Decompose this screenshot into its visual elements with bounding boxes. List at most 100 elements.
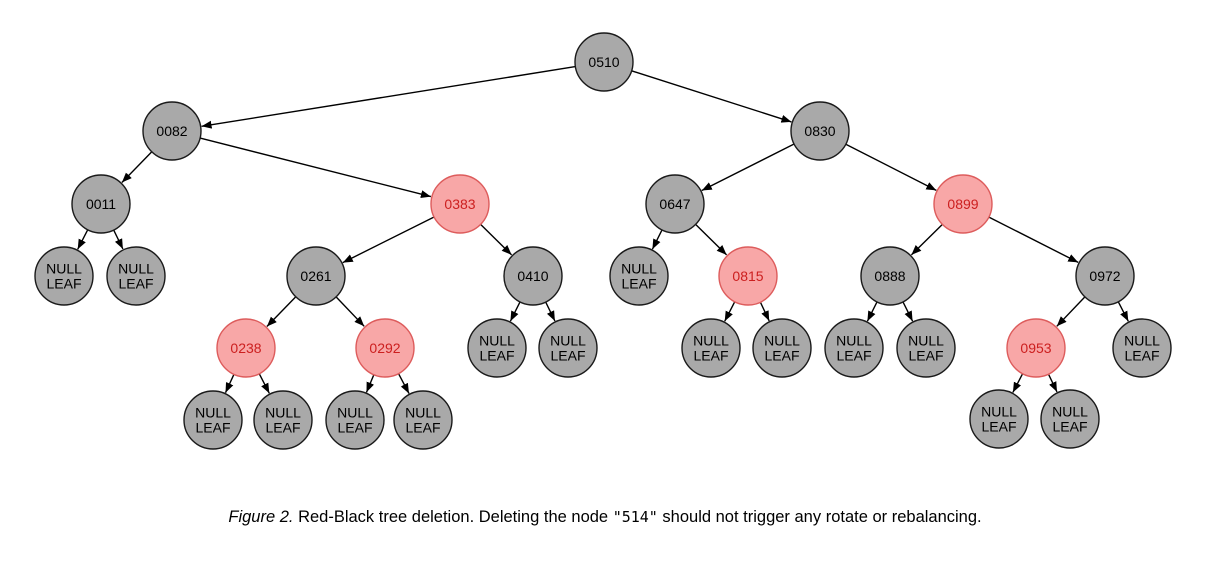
node-label: NULL (195, 405, 231, 421)
node-label: LEAF (195, 420, 230, 436)
node-label: LEAF (337, 420, 372, 436)
node-label: LEAF (693, 348, 728, 364)
node-circle-red (355, 318, 415, 378)
node-circle-black (790, 101, 850, 161)
tree-node-0647: 0647 (645, 174, 705, 234)
node-label: LEAF (118, 276, 153, 292)
node-circle-black (106, 246, 166, 306)
tree-edge-0972-to-null-0972-r (1117, 301, 1129, 322)
tree-node-0011: 0011 (71, 174, 131, 234)
tree-edge-0011-to-null-0011-l (77, 229, 89, 250)
node-label: 0899 (947, 196, 978, 212)
tree-node-0953: 0953 (1006, 318, 1066, 378)
tree-node-0082: 0082 (142, 101, 202, 161)
node-label: NULL (265, 405, 301, 421)
tree-node-0410: 0410 (503, 246, 563, 306)
node-label: NULL (405, 405, 441, 421)
node-label: 0510 (588, 54, 619, 70)
node-circle-black (860, 246, 920, 306)
node-circle-black (34, 246, 94, 306)
tree-node-0383: 0383 (430, 174, 490, 234)
node-label: 0082 (156, 123, 187, 139)
node-label: LEAF (981, 419, 1016, 435)
tree-edge-0647-to-0815 (695, 223, 728, 256)
node-circle-red (216, 318, 276, 378)
caption-text-before-code: Red-Black tree deletion. Deleting the no… (293, 508, 613, 526)
node-circle-red (430, 174, 490, 234)
node-circle-black (325, 390, 385, 450)
tree-edge-0815-to-null-0815-l (724, 301, 736, 322)
node-label: 0815 (732, 268, 763, 284)
node-circle-black (1112, 318, 1172, 378)
tree-edge-0410-to-null-0410-r (545, 301, 556, 322)
node-circle-black (824, 318, 884, 378)
tree-node-0261: 0261 (286, 246, 346, 306)
tree-edge-0830-to-0647 (701, 143, 795, 192)
node-circle-red (1006, 318, 1066, 378)
node-label: 0238 (230, 340, 261, 356)
node-label: NULL (764, 333, 800, 349)
tree-node-0815: 0815 (718, 246, 778, 306)
node-label: LEAF (1124, 348, 1159, 364)
tree-edge-0830-to-0899 (845, 143, 937, 192)
tree-edge-0238-to-null-0238-r (258, 373, 270, 394)
node-label: NULL (46, 261, 82, 277)
node-circle-black (1075, 246, 1135, 306)
node-circle-black (393, 390, 453, 450)
node-circle-black (286, 246, 346, 306)
node-label: NULL (1124, 333, 1160, 349)
tree-node-0510: 0510 (574, 32, 634, 92)
node-circle-red (718, 246, 778, 306)
node-label: NULL (981, 404, 1017, 420)
node-label: LEAF (764, 348, 799, 364)
tree-edge-0888-to-null-0888-r (902, 301, 914, 322)
node-label: 0292 (369, 340, 400, 356)
node-label: NULL (1052, 404, 1088, 420)
node-label: LEAF (836, 348, 871, 364)
node-circle-black (142, 101, 202, 161)
node-circle-black (253, 390, 313, 450)
node-label: NULL (693, 333, 729, 349)
node-label: LEAF (550, 348, 585, 364)
node-circle-black (538, 318, 598, 378)
tree-edge-0510-to-0082 (201, 65, 576, 129)
node-label: NULL (337, 405, 373, 421)
figure-number-label: Figure 2. (228, 508, 294, 526)
node-label: NULL (479, 333, 515, 349)
node-label: 0383 (444, 196, 475, 212)
tree-edge-0292-to-null-0292-r (397, 373, 410, 394)
tree-node-0888: 0888 (860, 246, 920, 306)
tree-edge-0082-to-0383 (199, 137, 432, 199)
node-label: LEAF (479, 348, 514, 364)
tree-edge-0261-to-0292 (335, 296, 365, 327)
node-circle-black (1040, 389, 1100, 449)
node-circle-black (681, 318, 741, 378)
node-label: 0972 (1089, 268, 1120, 284)
node-circle-red (933, 174, 993, 234)
tree-edge-0899-to-0972 (988, 216, 1079, 264)
node-label: NULL (550, 333, 586, 349)
tree-edge-0510-to-0830 (631, 70, 792, 123)
node-label: 0011 (86, 196, 116, 212)
tree-edge-0292-to-null-0292-l (365, 374, 375, 393)
tree-node-0292: 0292 (355, 318, 415, 378)
caption-code-value: "514" (612, 508, 658, 526)
node-circle-black (503, 246, 563, 306)
node-label: NULL (908, 333, 944, 349)
tree-edge-0815-to-null-0815-r (759, 301, 770, 322)
node-label: NULL (621, 261, 657, 277)
node-label: LEAF (621, 276, 656, 292)
node-label: 0647 (659, 196, 690, 212)
